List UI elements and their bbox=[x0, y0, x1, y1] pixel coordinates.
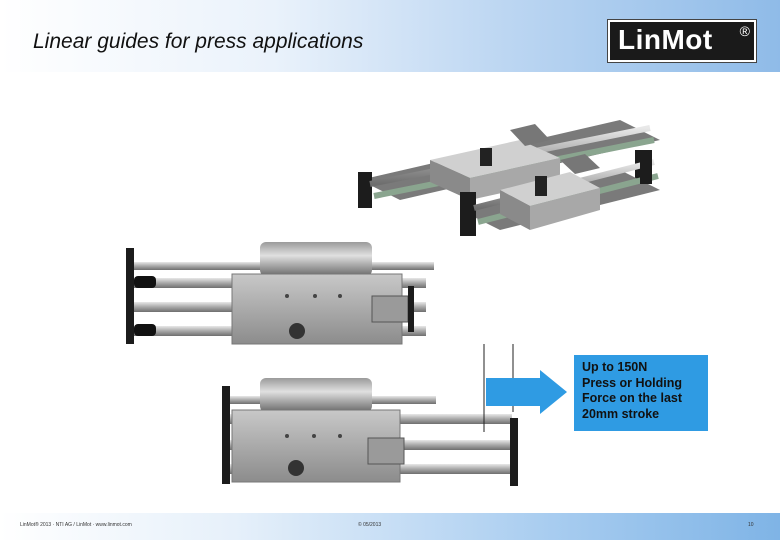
header-bar: Linear guides for press applications Lin… bbox=[0, 0, 780, 72]
linear-guide-photo-bottom bbox=[222, 378, 518, 486]
right-arrow-icon bbox=[486, 370, 567, 414]
slide-title: Linear guides for press applications bbox=[33, 30, 364, 53]
footer-date: © 05/2013 bbox=[358, 522, 382, 528]
callout-line-1: Up to 150N bbox=[582, 360, 648, 374]
callout-line-2: Press or Holding bbox=[582, 375, 683, 390]
registered-mark-icon: ® bbox=[739, 23, 750, 39]
linmot-logo: LinMot ® bbox=[608, 20, 756, 62]
logo-text: LinMot bbox=[618, 24, 713, 55]
page-number: 10 bbox=[748, 522, 754, 528]
callout-text: Up to 150N Press or Holding Force on the… bbox=[582, 360, 704, 422]
footer-copyright: LinMot® 2013 · NTI AG / LinMot · www.lin… bbox=[20, 522, 132, 528]
linear-guide-photo-middle bbox=[126, 242, 434, 345]
force-callout: Up to 150N Press or Holding Force on the… bbox=[574, 355, 708, 431]
footer-bar: LinMot® 2013 · NTI AG / LinMot · www.lin… bbox=[0, 513, 780, 540]
callout-line-3: Force on the last bbox=[582, 391, 683, 405]
callout-line-4: 20mm stroke bbox=[582, 406, 660, 421]
linear-guide-photo-top bbox=[358, 120, 660, 236]
